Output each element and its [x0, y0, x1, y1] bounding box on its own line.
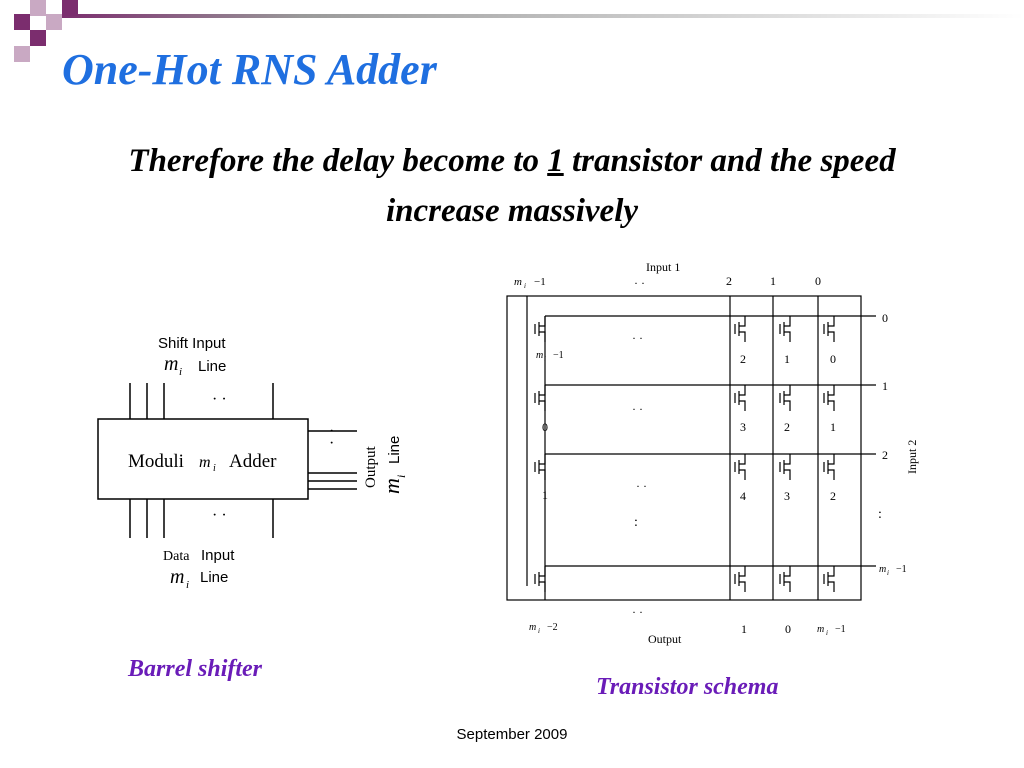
row3-c2: 2	[830, 489, 836, 503]
barrel-shifter-labels: Shift Input m i Line · · Moduli m i Adde…	[128, 335, 408, 591]
output-word: Output	[363, 446, 379, 489]
top-left-sub: i	[524, 282, 526, 290]
row3-c0: 4	[740, 489, 746, 503]
row1-left-minus1: −1	[553, 350, 564, 361]
box-label-prefix: Moduli	[128, 451, 184, 472]
shift-m: m	[164, 353, 178, 375]
deco-square	[46, 14, 62, 30]
output-vdot: ·	[329, 435, 334, 452]
shift-line-label: Line	[198, 358, 226, 375]
bottom-ellipsis: · ·	[212, 507, 227, 524]
headline: Therefore the delay become to 1 transist…	[70, 136, 954, 236]
input2-label: Input 2	[905, 440, 919, 474]
bottom-left-sub: i	[538, 627, 540, 635]
row2-c2: 1	[830, 420, 836, 434]
top-label-1: 1	[770, 274, 776, 288]
output-line-label: Line	[386, 436, 403, 464]
top-label-2: 2	[726, 274, 732, 288]
right-label-2: 2	[882, 448, 888, 462]
row1-c2: 0	[830, 352, 836, 366]
right-label-1: 1	[882, 379, 888, 393]
row2-c0: 3	[740, 420, 746, 434]
row3-c1: 3	[784, 489, 790, 503]
data-line-label: Line	[200, 569, 228, 586]
bottom-left-minus2: −2	[547, 622, 558, 633]
bottom-dots: · ·	[632, 605, 643, 619]
schema-frame	[506, 295, 862, 601]
row2-left: 0	[542, 420, 548, 434]
footer-date: September 2009	[456, 726, 568, 743]
right-last-sub: i	[887, 569, 889, 577]
moduli-adder-box	[97, 418, 309, 500]
corner-decoration	[14, 0, 1024, 62]
headline-part2: transistor and the speed increase massiv…	[385, 143, 896, 229]
title-rule	[62, 14, 1024, 18]
deco-square	[14, 46, 30, 62]
bottom-right-minus1: −1	[835, 624, 846, 635]
headline-part1: Therefore the delay become to	[128, 143, 548, 179]
row1-c1: 1	[784, 352, 790, 366]
data-m: m	[170, 566, 184, 588]
row1-left-m: m	[536, 350, 543, 361]
right-label-0: 0	[882, 311, 888, 325]
bottom-label-0: 0	[785, 622, 791, 636]
shift-sub: i	[179, 366, 182, 378]
box-label-suffix: Adder	[229, 451, 277, 472]
barrel-shifter-caption: Barrel shifter	[128, 656, 263, 682]
bottom-right-sub: i	[826, 629, 828, 637]
bottom-right-m: m	[817, 624, 824, 635]
slide-title: One-Hot RNS Adder	[62, 45, 437, 94]
deco-square	[30, 30, 46, 46]
row3-left: 1	[542, 488, 548, 502]
shift-input-label: Shift Input	[158, 335, 226, 352]
output-label: Output	[648, 632, 682, 646]
right-last-m: m	[879, 564, 886, 575]
transistor-schema-labels: Input 1 m i −1 · · 2 1 0 0 1 2 : m i −1 …	[514, 260, 919, 646]
row1-dots: · ·	[632, 331, 643, 345]
data-input-label: Input	[201, 547, 235, 564]
top-label-0: 0	[815, 274, 821, 288]
top-left-minus1: −1	[534, 276, 546, 288]
output-m: m	[379, 478, 404, 494]
output-sub: i	[394, 475, 408, 478]
middle-vdots: :	[634, 515, 638, 530]
top-ellipsis: · ·	[212, 391, 227, 408]
deco-square	[62, 0, 78, 16]
data-sub: i	[186, 579, 189, 591]
input1-label: Input 1	[646, 260, 680, 274]
right-last-minus1: −1	[896, 564, 907, 575]
bottom-left-m: m	[529, 622, 536, 633]
deco-square	[30, 0, 46, 16]
top-dots: · ·	[634, 276, 645, 290]
row3-dots: · ·	[636, 479, 647, 493]
transistor-schema-caption: Transistor schema	[596, 674, 779, 700]
data-word: Data	[163, 549, 190, 564]
row2-dots: · ·	[632, 402, 643, 416]
bottom-label-1: 1	[741, 622, 747, 636]
top-left-m: m	[514, 276, 522, 288]
row2-c1: 2	[784, 420, 790, 434]
right-vdots: :	[878, 507, 882, 522]
barrel-shifter-diagram	[97, 383, 357, 538]
deco-square	[14, 14, 30, 30]
transistor-schema-diagram	[506, 295, 876, 601]
headline-emphasis: 1	[547, 143, 564, 179]
output-vdot: ·	[329, 423, 334, 440]
box-sub: i	[213, 463, 216, 474]
row1-c0: 2	[740, 352, 746, 366]
box-m: m	[199, 454, 211, 471]
row1-left-sub: i	[544, 355, 546, 363]
